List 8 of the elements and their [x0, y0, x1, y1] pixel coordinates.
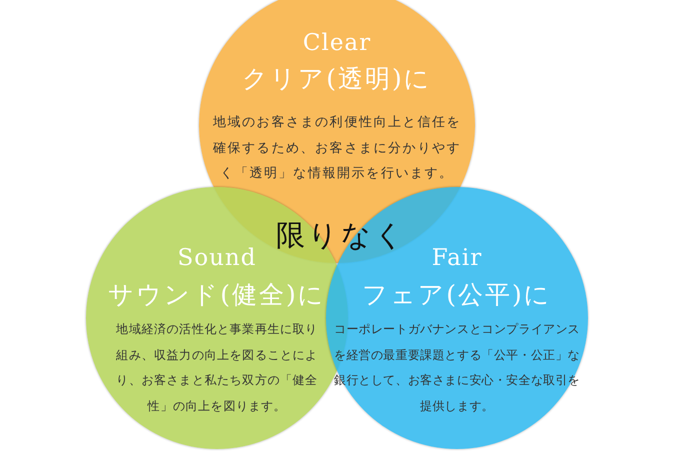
circle-subtitle: サウンド(健全)に — [107, 279, 327, 311]
circle-title: Sound — [176, 245, 258, 271]
circle-title: Clear — [302, 30, 372, 56]
circle-description: 地域経済の活性化と事業再生に取り組み、収益力の向上を図ることにより、お客さまと私たち双方の「健全性」の向上を図ります。 — [115, 321, 319, 414]
circle-subtitle: フェア(公平)に — [361, 279, 553, 311]
circle-subtitle: クリア(透明)に — [241, 63, 433, 95]
circle-description: 地域のお客さまの利便性向上と信任を確保するため、お客さまに分かりやすく「透明」な情報開示を行います。 — [212, 114, 462, 183]
circle-title: Fair — [430, 245, 484, 271]
